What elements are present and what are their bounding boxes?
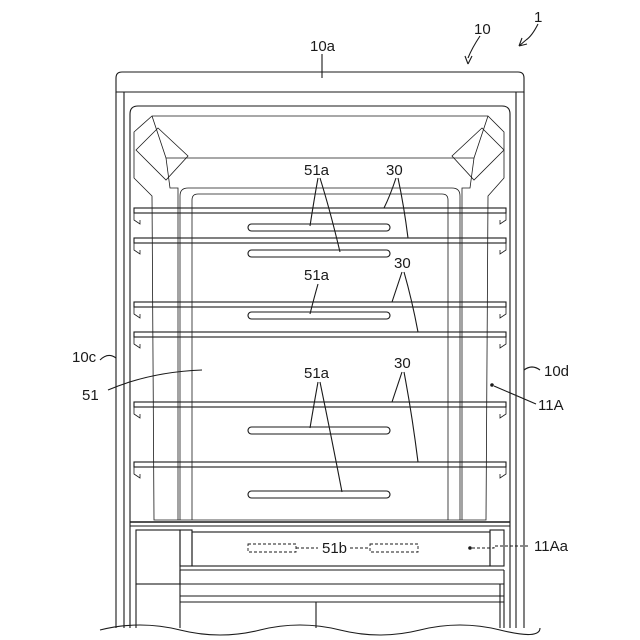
leader-51a-mid — [310, 284, 318, 314]
label-10c: 10c — [72, 349, 97, 366]
leader-11Aa — [472, 546, 530, 548]
shelf-bracket — [500, 337, 506, 348]
shelf-plate — [134, 302, 506, 307]
shelf-plate — [134, 462, 506, 467]
shelf-plate — [134, 208, 506, 213]
shelf — [134, 238, 506, 254]
corner-line-left — [152, 116, 166, 158]
leader-10d — [524, 367, 540, 370]
slot-5 — [248, 491, 390, 498]
liner-recess-right — [166, 158, 474, 520]
duct-left — [136, 128, 188, 180]
shelf-bracket — [134, 467, 140, 478]
leader-30-top-1 — [384, 178, 396, 208]
shelf-bracket — [500, 307, 506, 318]
duct-right — [452, 128, 504, 180]
reference-labels: 1 10 10a 10c 10d 51 11A 11Aa 51b 51a 30 … — [72, 9, 569, 557]
label-10d: 10d — [544, 363, 569, 380]
label-30-mid: 30 — [394, 255, 411, 272]
label-51a-top: 51a — [304, 162, 330, 179]
break-line — [100, 625, 540, 635]
bottom-section — [130, 522, 510, 628]
shelf — [134, 462, 506, 478]
label-11Aa: 11Aa — [534, 538, 569, 555]
dot-11A — [490, 383, 494, 387]
leader-51 — [108, 370, 202, 390]
leader-11A — [494, 386, 536, 404]
cabinet-top-panel — [116, 72, 524, 92]
shelf — [134, 302, 506, 318]
shelf-bracket — [134, 213, 140, 224]
shelf-plate — [134, 332, 506, 337]
leader-10 — [468, 36, 480, 58]
leader-30-mid-1 — [392, 272, 402, 302]
slot-3 — [248, 312, 390, 319]
shelf-bracket — [500, 407, 506, 418]
leader-30-low-2 — [404, 372, 418, 462]
liner-recess-left — [166, 158, 178, 520]
label-51: 51 — [82, 387, 99, 404]
slot-1 — [248, 224, 390, 231]
leader-51a-low-2 — [320, 382, 342, 492]
slots — [248, 224, 390, 498]
label-10: 10 — [474, 21, 491, 38]
dot-11Aa — [468, 546, 472, 550]
leader-1-arrow — [519, 38, 527, 46]
hole-51b-left — [248, 544, 296, 552]
cabinet-body — [116, 72, 524, 628]
shelf-bracket — [500, 243, 506, 254]
shelf-bracket — [500, 213, 506, 224]
leader-51a-top-1 — [310, 178, 318, 226]
label-10a: 10a — [310, 38, 336, 55]
label-51b: 51b — [322, 540, 347, 557]
label-11A: 11A — [538, 397, 564, 414]
hole-51b-right — [370, 544, 418, 552]
shelf-bracket — [134, 243, 140, 254]
leader-30-low-1 — [392, 372, 402, 402]
left-block — [136, 530, 180, 584]
shelf-bracket — [134, 307, 140, 318]
label-1: 1 — [534, 9, 542, 26]
shelf — [134, 402, 506, 418]
leader-lines — [100, 24, 540, 550]
leader-10c — [100, 355, 116, 360]
shelf — [134, 208, 506, 224]
label-51a-low: 51a — [304, 365, 330, 382]
shelf-bracket — [134, 407, 140, 418]
corner-line-right — [474, 116, 488, 158]
left-block-side — [180, 530, 192, 566]
slot-2 — [248, 250, 390, 257]
label-51a-mid: 51a — [304, 267, 330, 284]
leader-51a-top-2 — [320, 178, 340, 252]
leader-51a-low-1 — [310, 382, 318, 428]
slot-4 — [248, 427, 390, 434]
shelf-plate — [134, 238, 506, 243]
leader-1 — [526, 24, 538, 40]
label-30-low: 30 — [394, 355, 411, 372]
label-30-top: 30 — [386, 162, 403, 179]
shelf-bracket — [500, 467, 506, 478]
shelf-bracket — [134, 337, 140, 348]
shelf — [134, 332, 506, 348]
shelves — [134, 208, 506, 478]
shelf-plate — [134, 402, 506, 407]
